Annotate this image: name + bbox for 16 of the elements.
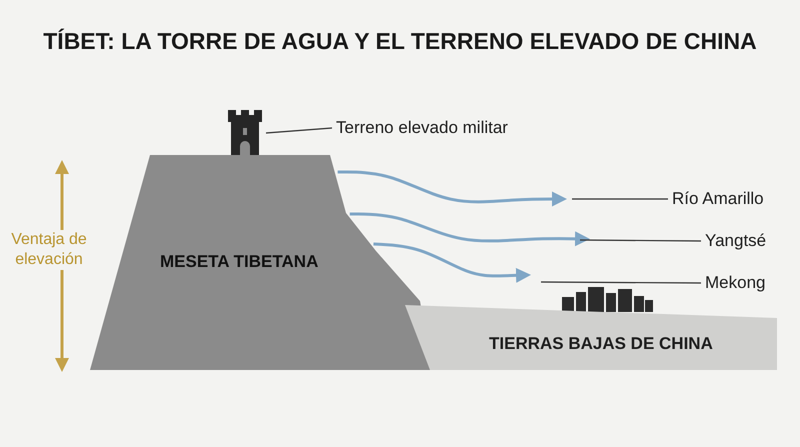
callout-label: Terreno elevado militar — [336, 118, 508, 138]
region-label: TIERRAS BAJAS DE CHINA — [489, 334, 713, 354]
flow-arrow — [350, 212, 590, 246]
region-label: MESETA TIBETANA — [160, 252, 318, 272]
callout-label: Mekong — [705, 273, 766, 293]
title: TÍBET: LA TORRE DE AGUA Y EL TERRENO ELEVADO DE CHINA — [42, 28, 758, 55]
callout-label: Yangtsé — [705, 231, 766, 251]
leader-line — [572, 198, 668, 200]
callout-label: Río Amarillo — [672, 189, 764, 209]
leader-line — [580, 239, 701, 242]
leader-line — [266, 127, 332, 134]
leader-line — [541, 281, 701, 284]
flow-arrow — [373, 242, 531, 283]
lowland-shape — [405, 305, 777, 370]
plateau-shape — [90, 155, 432, 370]
flow-arrow — [338, 170, 567, 206]
